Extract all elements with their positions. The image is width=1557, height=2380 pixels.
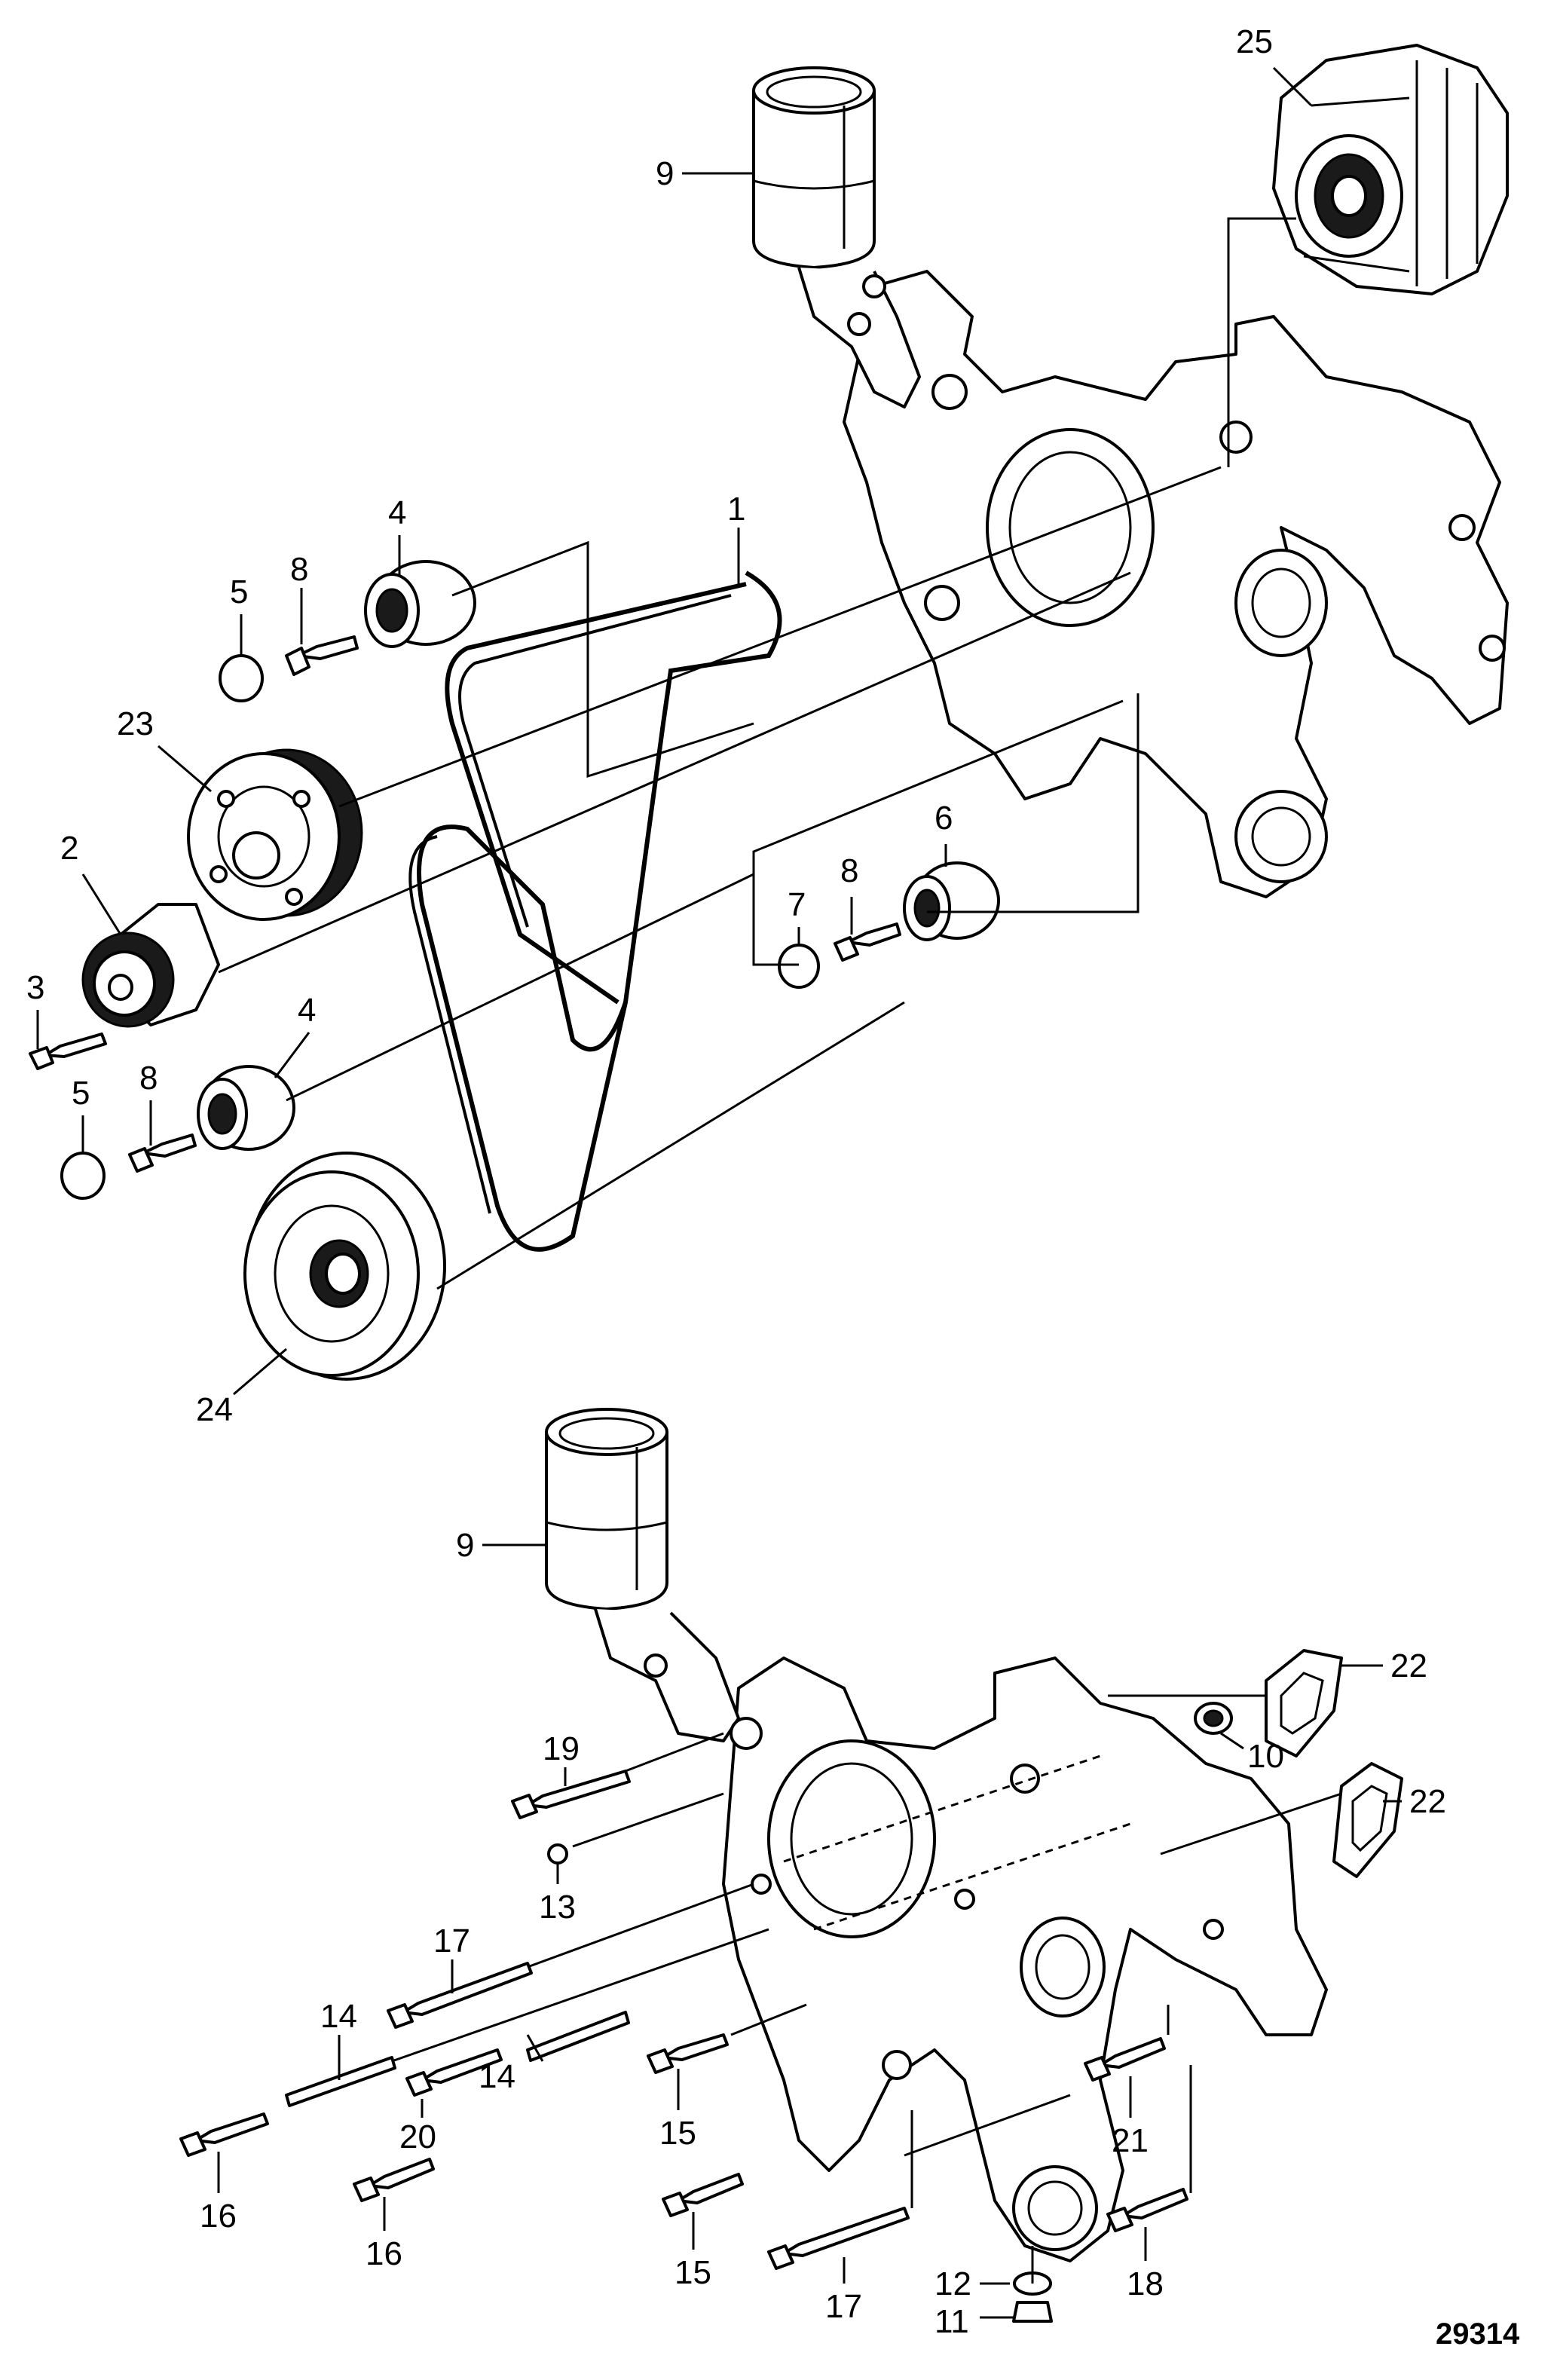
bolt-18 [1106, 2188, 1188, 2232]
callout-25: 25 [1236, 23, 1273, 60]
callout-leaders [36, 66, 1402, 2319]
callout-17: 17 [825, 2288, 862, 2325]
bolt-17-upper [387, 1962, 533, 2029]
callout-5: 5 [230, 574, 248, 610]
bolt-17-lower [767, 2207, 910, 2270]
bolt-20 [405, 2048, 503, 2097]
upper-axis-lines [218, 217, 1296, 1290]
belt-tensioner [81, 903, 220, 1028]
bolt-15-lower [662, 2173, 744, 2217]
idler-pulley-right [903, 861, 1000, 941]
bolt-upper [285, 635, 359, 676]
callout-23: 23 [117, 705, 154, 742]
callout-14: 14 [320, 1998, 357, 2035]
callout-15: 15 [659, 2115, 696, 2152]
plug-11 [1012, 2301, 1053, 2323]
callout-4: 4 [298, 992, 316, 1029]
tensioner-bolt [29, 1032, 107, 1070]
bolt-21 [1084, 2037, 1166, 2082]
oil-filter-housing-upper [752, 66, 921, 408]
callout-8: 8 [290, 551, 308, 588]
callout-9: 9 [656, 155, 674, 192]
lower-axis-lines [391, 1694, 1342, 2284]
callout-9: 9 [456, 1527, 474, 1564]
callout-17: 17 [433, 1923, 470, 1959]
callout-15: 15 [674, 2254, 711, 2291]
cap-upper [219, 654, 264, 702]
bolt-19 [511, 1770, 631, 1819]
stud-14-right [526, 2011, 630, 2062]
gasket-upper [1265, 1649, 1343, 1757]
callout-labels: 25 9 4 1 5 8 23 2 3 6 7 8 4 5 8 24 9 22 … [26, 23, 1520, 2351]
callout-21: 21 [1112, 2122, 1149, 2159]
callout-22: 22 [1390, 1647, 1427, 1684]
gasket-lower [1332, 1762, 1403, 1878]
idler-pulley-lower [197, 1065, 295, 1151]
cap-lower [60, 1152, 106, 1200]
callout-14: 14 [479, 2058, 515, 2095]
callout-7: 7 [788, 886, 806, 923]
bolt-16-right [353, 2158, 435, 2202]
water-pump-pulley [187, 748, 363, 921]
callout-18: 18 [1127, 2265, 1164, 2302]
callout-16: 16 [200, 2198, 237, 2235]
figure-number: 29314 [1436, 2317, 1520, 2351]
callout-1: 1 [727, 491, 745, 528]
callout-4: 4 [388, 494, 406, 531]
drive-belt [408, 571, 782, 1252]
callout-3: 3 [26, 969, 44, 1006]
idler-pulley-upper [364, 560, 476, 648]
callout-8: 8 [139, 1060, 158, 1097]
bolt-lower [128, 1133, 197, 1173]
callout-13: 13 [539, 1889, 576, 1926]
pin-13 [547, 1843, 568, 1865]
callout-11: 11 [935, 2303, 969, 2340]
callout-10: 10 [1247, 1738, 1284, 1775]
oil-filter-housing-lower [545, 1408, 763, 1750]
callout-12: 12 [935, 2265, 971, 2302]
callout-6: 6 [935, 800, 953, 837]
callout-5: 5 [72, 1075, 90, 1112]
callout-2: 2 [60, 830, 78, 867]
callout-24: 24 [196, 1391, 233, 1428]
bolt-right [834, 922, 901, 962]
cap-right [778, 944, 820, 989]
sleeve [1194, 1702, 1233, 1735]
bolt-15-upper [647, 2033, 729, 2074]
timing-cover-upper [843, 270, 1509, 898]
callout-8: 8 [840, 852, 858, 889]
timing-cover-lower [722, 1657, 1328, 2262]
stud-14-left [285, 2056, 396, 2107]
callout-19: 19 [543, 1730, 580, 1767]
callout-16: 16 [366, 2235, 402, 2272]
callout-22: 22 [1409, 1783, 1446, 1820]
bolt-16-left [179, 2112, 269, 2157]
crankshaft-pulley [243, 1152, 446, 1381]
alternator [1272, 44, 1509, 295]
callout-20: 20 [399, 2118, 436, 2155]
